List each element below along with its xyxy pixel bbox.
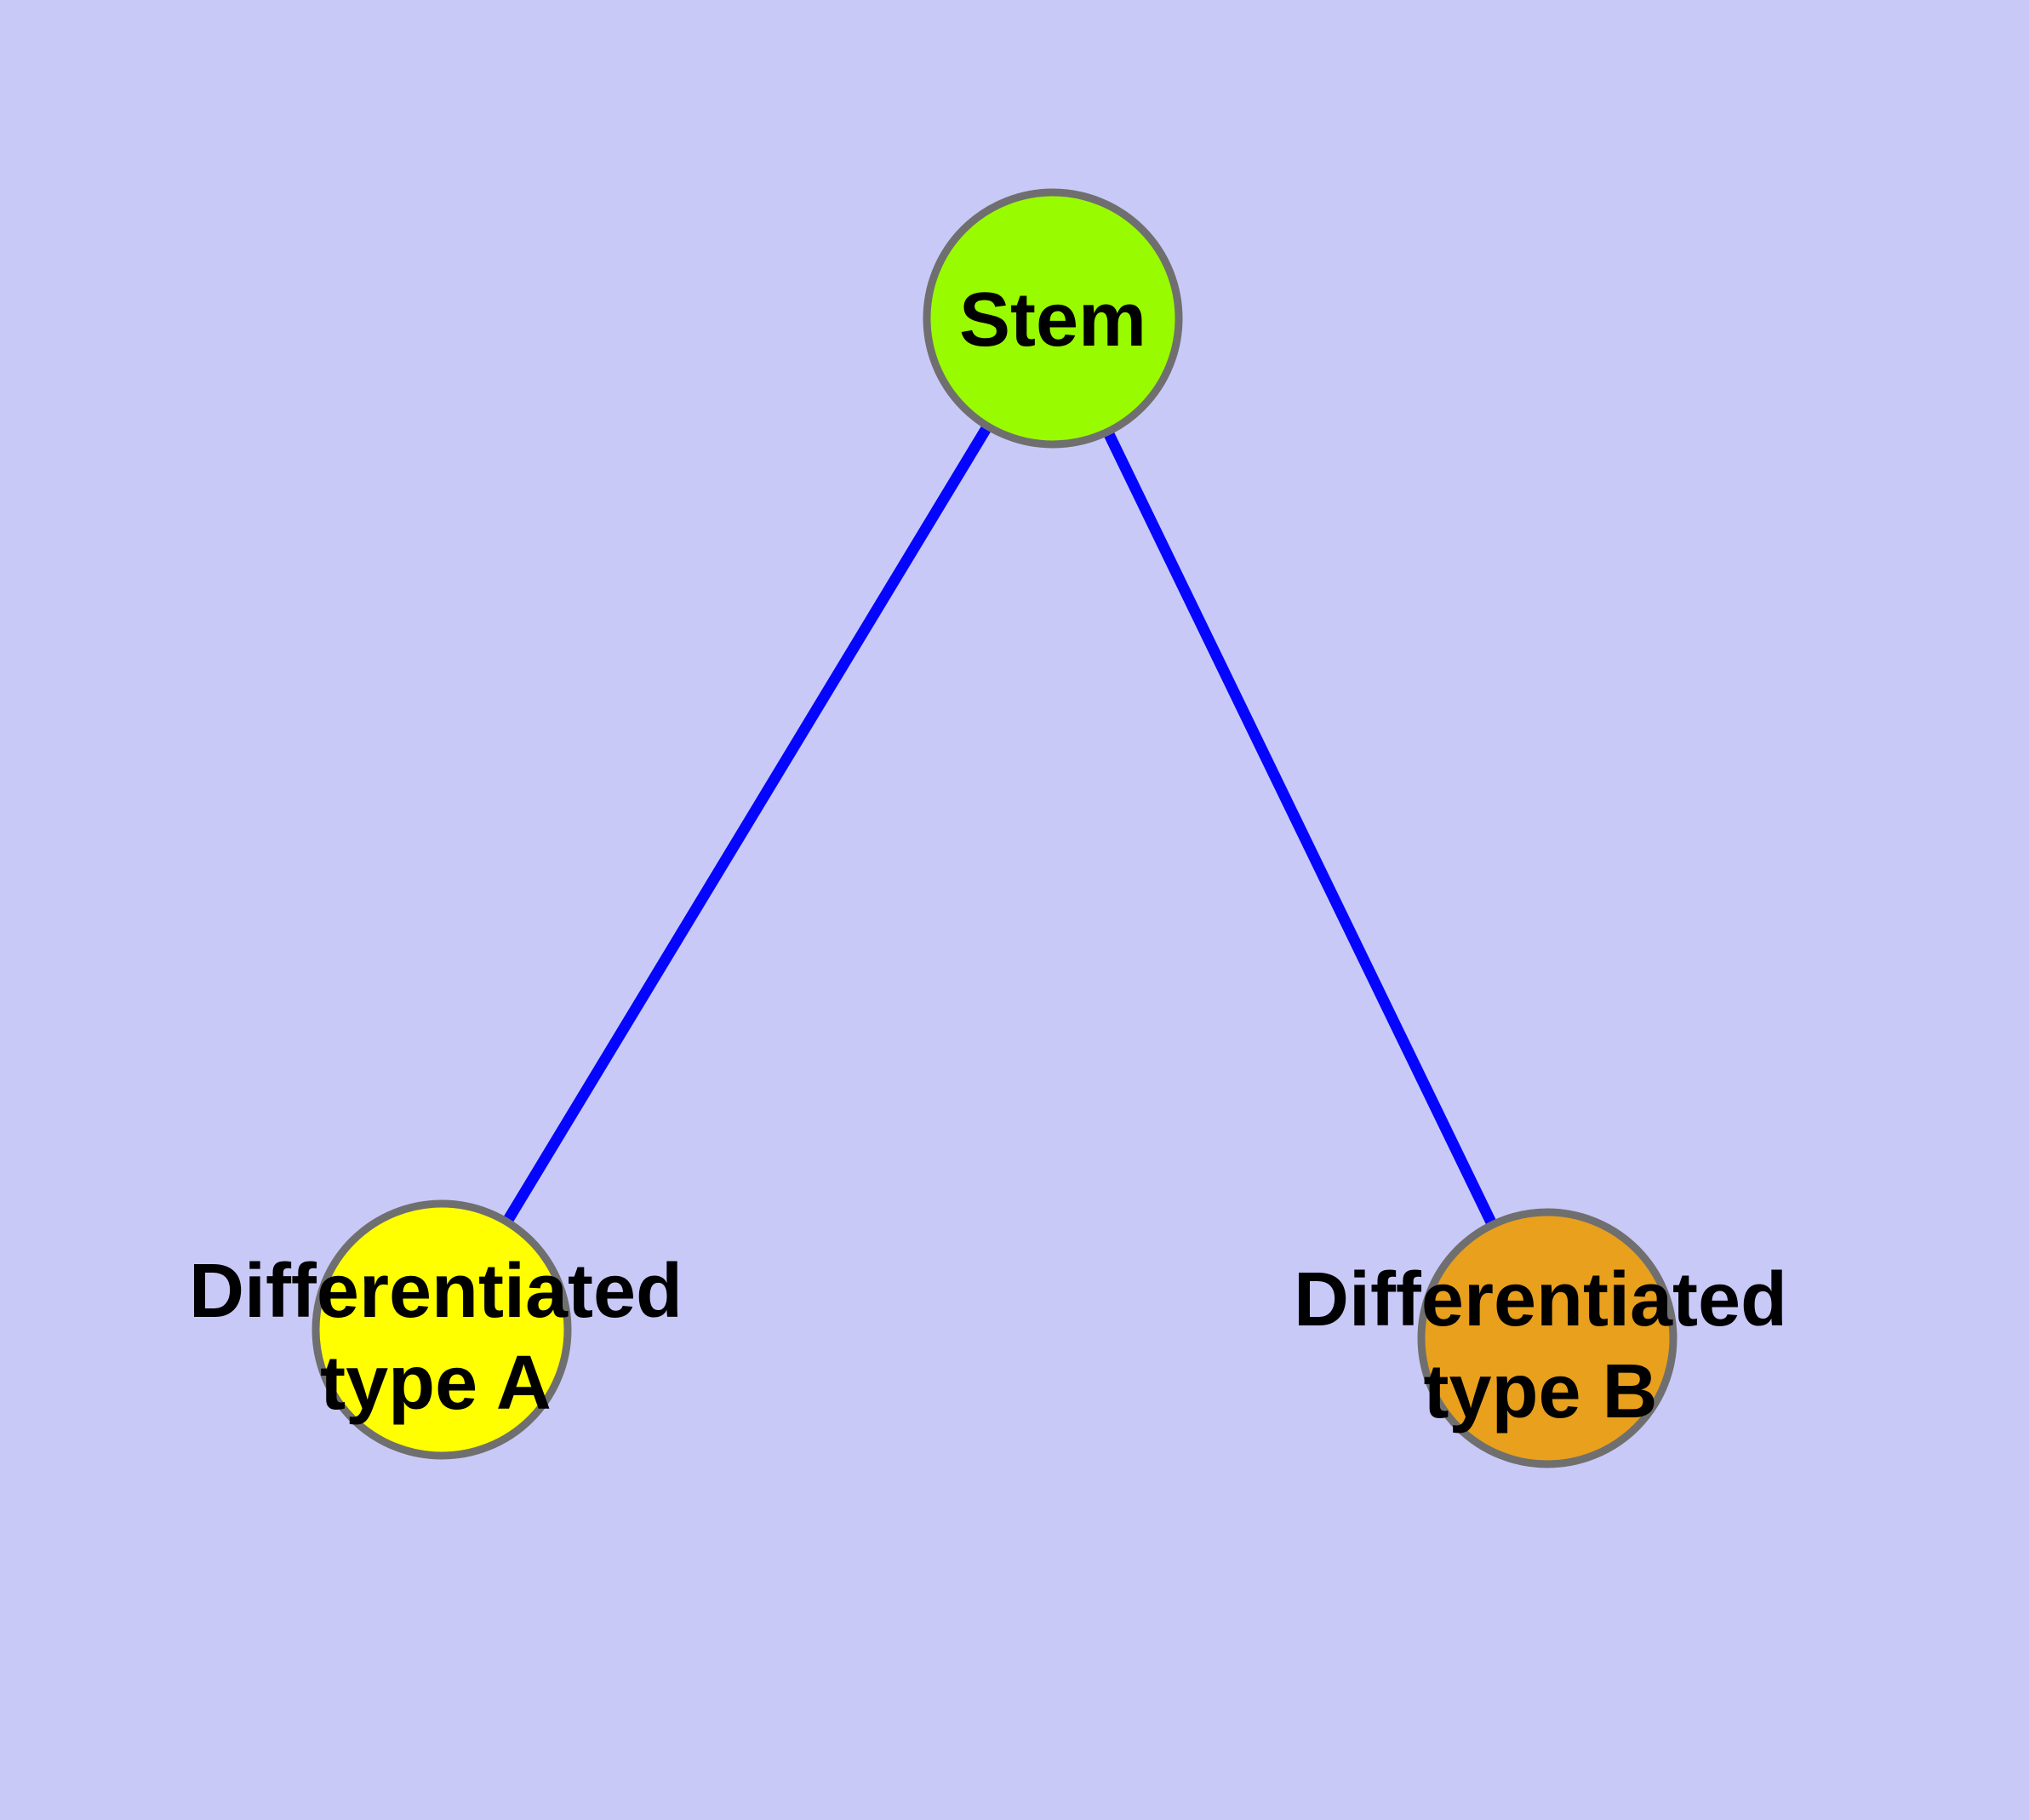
edge-stem-to-type-a: [437, 315, 1058, 1333]
node-stem-circle: [923, 188, 1183, 449]
node-type-b: Differentiated type B: [1294, 1208, 1787, 1468]
node-type-b-label-line1: Differentiated: [1294, 1257, 1787, 1342]
node-type-a-label-line1: Differentiated: [189, 1249, 683, 1334]
node-type-a-label-line2: type A: [320, 1341, 552, 1426]
node-stem: Stem: [923, 188, 1183, 449]
node-type-a: Differentiated type A: [189, 1199, 683, 1460]
edge-stem-to-type-b: [1048, 316, 1552, 1341]
node-type-a-circle: [311, 1199, 572, 1460]
node-stem-label: Stem: [959, 278, 1146, 363]
node-type-b-label-line2: type B: [1423, 1349, 1657, 1434]
edge-layer: [437, 315, 1552, 1341]
node-type-b-circle: [1417, 1208, 1677, 1468]
